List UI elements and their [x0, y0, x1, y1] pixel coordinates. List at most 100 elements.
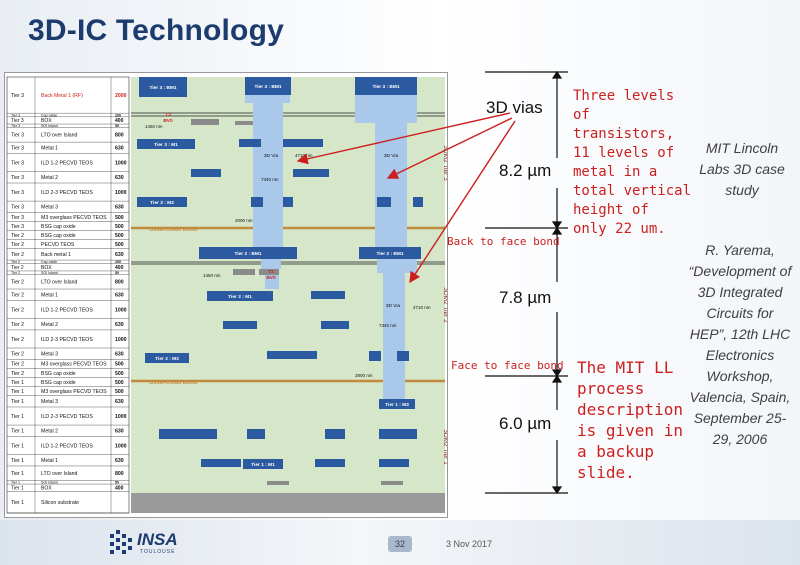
layer-tier-cell: Tier 1: [11, 414, 24, 420]
metal-tier2-m2: [223, 321, 257, 329]
metal-tier1-m3-label: Tier 1 : M3: [385, 402, 409, 408]
vias-label: 3D vias: [486, 98, 543, 117]
transistor-island-tier1: [267, 481, 289, 485]
via-tier2-right: [377, 248, 417, 403]
layer-name-cell: SOI Island: [41, 124, 58, 128]
layer-name-cell: Back Metal 1 (RF): [41, 93, 83, 99]
layer-tier-cell: Tier 2: [11, 280, 24, 286]
layer-tier-cell: Tier 3: [11, 113, 20, 117]
metal-tier1-m2f: [315, 459, 345, 467]
reference-line: 29, 2006: [712, 431, 768, 447]
metal-tier2-m3b: [267, 351, 317, 359]
layer-thickness-cell: 800: [115, 280, 124, 286]
dim-1450-label-tier2: 1450 nm: [203, 273, 221, 278]
bracket-arrow: [551, 70, 563, 79]
slide-title: 3D-IC Technology: [28, 14, 284, 47]
levels-note-line: only 22 um.: [573, 221, 666, 237]
layer-thickness-cell: 630: [115, 458, 124, 464]
metal-tier2-bm1: [199, 247, 297, 259]
layer-name-cell: ILD 2-3 PECVD TEOS: [41, 337, 93, 343]
layer-name-cell: Metal 1: [41, 458, 58, 464]
metal-tier1-m3: [379, 399, 415, 409]
page-number: 32: [388, 536, 412, 552]
layer-name-cell: Metal 1: [41, 146, 58, 152]
layer-thickness-cell: 1000: [115, 307, 127, 313]
layer-tier-cell: Tier 3: [11, 205, 24, 211]
layer-name-cell: BOX: [41, 265, 52, 271]
layer-name-cell: PECVD TEOS: [41, 242, 75, 248]
layer-thickness-cell: 630: [115, 352, 124, 358]
dim-tier3-label: 8.2 µm: [499, 161, 552, 180]
oxide-bond-label-top: Oxide-Oxide Bond: [149, 227, 197, 233]
metal-tier3-bm1b-label: Tier 3 : BM1: [254, 84, 281, 90]
mitll-note-line: a backup: [577, 442, 655, 461]
layer-thickness-cell: 1000: [115, 414, 127, 420]
metal-tier3-bm1-label: Tier 3 : BM1: [149, 85, 176, 91]
metal-tier3-m1c: [283, 139, 323, 147]
oxide-bond-label-bottom: Oxide-Oxide Bond: [149, 380, 197, 386]
layer-thickness-cell: 500: [115, 362, 124, 368]
levels-note-line: of transistors,: [573, 107, 675, 142]
layer-name-cell: SOI Island: [41, 271, 58, 275]
layer-thickness-cell: 630: [115, 399, 124, 405]
layer-tier-cell: Tier 2: [11, 233, 24, 239]
layer-thickness-cell: 50: [115, 481, 119, 485]
height-bracket: [485, 70, 568, 495]
levels-note-line: height of: [573, 202, 649, 218]
layer-tier-cell: Tier 1: [11, 389, 24, 395]
layer-name-cell: Metal 2: [41, 175, 58, 181]
layer-tier-cell: Tier 2: [11, 371, 24, 377]
layer-tier-cell: Tier 2: [11, 252, 24, 258]
back-to-face-bond-label: Back to face bond: [447, 235, 560, 248]
layer-name-cell: SOI Island: [41, 481, 58, 485]
layer-tier-cell: Tier 2: [11, 337, 24, 343]
layer-tier-cell: Tier 3: [11, 93, 24, 99]
layer-name-cell: BSG cap oxide: [41, 371, 76, 377]
metal-tier1-m2e: [201, 459, 241, 467]
via-label-tier2: 3D Via: [386, 303, 401, 309]
metal-tier3-m2: [191, 169, 221, 177]
layer-thickness-cell: 500: [115, 371, 124, 377]
dim-1450-label-tier3: 1450 nm: [145, 124, 163, 129]
metal-tier2-m3-label: Tier 2 : M3: [155, 356, 179, 362]
layer-name-cell: ILD 2-3 PECVD TEOS: [41, 414, 93, 420]
dim-tier2-label: 7.8 µm: [499, 288, 552, 307]
layer-name-cell: M3 overglass PECVD TEOS: [41, 389, 107, 395]
layer-tier-cell: Tier 2: [11, 271, 20, 275]
metal-tier1-m2c: [325, 429, 345, 439]
layer-name-cell: Back metal 1: [41, 252, 71, 258]
side-label-tier3: 3DM2 Tier 3: [442, 145, 447, 181]
via-tier3-right: [355, 77, 417, 249]
via-label-tier3-left: 3D Via: [264, 153, 279, 159]
layer-thickness-cell: 200: [115, 260, 121, 264]
layer-thickness-cell: 630: [115, 293, 124, 299]
layer-tier-cell: Tier 1: [11, 380, 24, 386]
layer-tier-cell: Tier 2: [11, 260, 20, 264]
t3-bv0-label: BV0: [163, 118, 173, 124]
layer-name-cell: Metal 2: [41, 429, 58, 435]
layer-tier-cell: Tier 2: [11, 362, 24, 368]
layer-name-cell: Metal 1: [41, 293, 58, 299]
metal-tier2-bm1b: [359, 247, 421, 259]
mitll-note-line: description: [577, 400, 683, 419]
layer-name-cell: BOX: [41, 118, 52, 124]
reference-line: R. Yarema,: [705, 242, 775, 258]
layer-tier-cell: Tier 1: [11, 500, 24, 506]
via-arrow-1: [296, 112, 511, 165]
reference-line: Workshop,: [706, 368, 774, 384]
layer-tier-cell: Tier 3: [11, 118, 24, 124]
reference-line: 3D Integrated: [697, 284, 783, 300]
layer-name-cell: ILD 1-2 PECVD TEOS: [41, 307, 93, 313]
layer-tier-cell: Tier 3: [11, 133, 24, 139]
layer-tier-cell: Tier 1: [11, 429, 24, 435]
case-study-line: MIT Lincoln: [705, 140, 779, 156]
layer-tier-cell: Tier 1: [11, 458, 24, 464]
layer-tier-cell: Tier 3: [11, 160, 24, 166]
dim-2800-label: 2800 nm: [355, 373, 373, 378]
dim-4710-label-tier2: 4710 nm: [413, 305, 431, 310]
t3-bv0-label: T3: [165, 112, 171, 118]
metal-tier1-m2: [159, 429, 217, 439]
metal-tier1-m2d: [379, 429, 417, 439]
layer-tier-cell: Tier 3: [11, 224, 24, 230]
layer-tier-cell: Tier 2: [11, 352, 24, 358]
